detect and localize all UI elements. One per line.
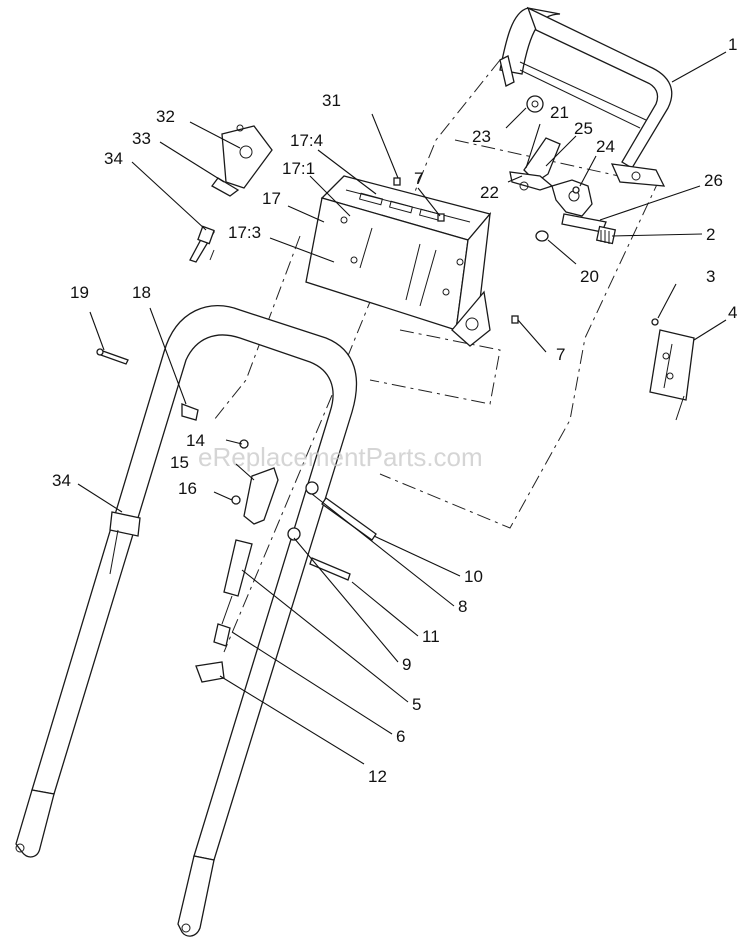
callout-23: 23 [472,127,491,146]
small-fasteners [393,177,519,324]
callout-17: 17 [262,189,281,208]
callout-32: 32 [156,107,175,126]
callout-22: 22 [480,183,499,202]
callout-34-lower: 34 [52,471,71,490]
callout-33: 33 [132,129,151,148]
callout-20: 20 [580,267,599,286]
upper-handle [499,6,673,187]
callout-1: 1 [728,35,737,54]
callout-12: 12 [368,767,387,786]
callout-24: 24 [596,137,615,156]
callout-14: 14 [186,431,205,450]
decal-plate [649,318,695,421]
callout-17-4: 17:4 [290,131,323,150]
mid-handle-hardware [96,348,377,683]
lower-handle [15,305,358,937]
callout-25: 25 [574,119,593,138]
assembly-center-lines [209,59,661,653]
callout-5: 5 [412,695,421,714]
callout-18: 18 [132,283,151,302]
callout-11: 11 [422,627,440,646]
callout-6: 6 [396,727,405,746]
callout-7-upper: 7 [414,169,423,188]
callout-26: 26 [704,171,723,190]
callout-labels: 1 2 3 4 5 6 7 7 8 9 10 11 12 14 15 16 17… [52,35,737,786]
callout-4: 4 [728,303,737,322]
callout-17-1: 17:1 [282,159,315,178]
callout-15: 15 [170,453,189,472]
callout-leader-lines [77,51,727,765]
callout-21: 21 [550,103,569,122]
callout-9: 9 [402,655,411,674]
callout-3: 3 [706,267,715,286]
callout-7-lower: 7 [556,345,565,364]
callout-34-upper: 34 [104,149,123,168]
callout-8: 8 [458,597,467,616]
callout-16: 16 [178,479,197,498]
control-bracket [305,175,492,347]
latch-hardware-cluster [509,95,617,245]
callout-10: 10 [464,567,483,586]
callout-2: 2 [706,225,715,244]
latch-bracket [189,124,273,263]
callout-17-3: 17:3 [228,223,261,242]
watermark-text: eReplacementParts.com [198,442,483,472]
callout-19: 19 [70,283,89,302]
callout-31: 31 [322,91,341,110]
